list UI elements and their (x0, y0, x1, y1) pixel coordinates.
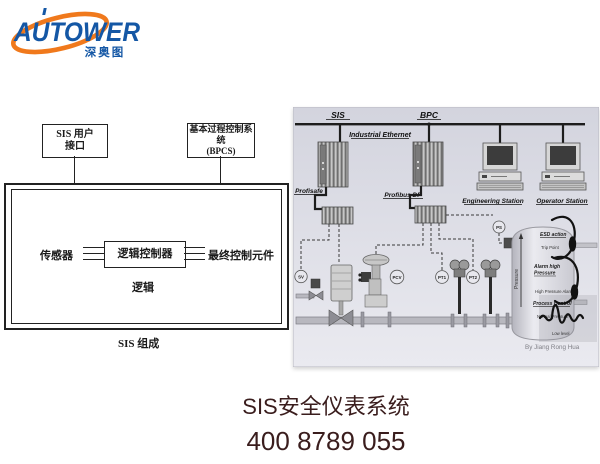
controller-to-final-lines (184, 247, 205, 260)
sis-remote-io-link (313, 187, 328, 211)
sis-boundary-outer (4, 183, 289, 330)
bpcs-line2: (BPCS) (206, 146, 236, 157)
signal-wiring-dashed (300, 214, 505, 270)
footer: SIS安全仪表系统 400 8789 055 (26, 392, 600, 458)
pressure-transmitter-1 (449, 259, 470, 314)
sis-network-label: SIS (331, 110, 345, 120)
sensor-label: 传感器 (40, 250, 73, 262)
vessel-nozzle-trip (573, 242, 598, 248)
sis-user-interface-line1: SIS 用户 (56, 128, 94, 140)
profibus-dp-label: Profibus DP (384, 192, 422, 199)
esd-valve (328, 264, 354, 327)
bpc-network-label: BPC (420, 110, 439, 120)
sis-architecture-image: SIS BPC Industrial Ethernet Profisafe Pr… (293, 107, 599, 367)
diagram-caption: SIS 组成 (118, 338, 160, 350)
tag-pt2: PT2 (469, 275, 478, 280)
operator-station-label: Operator Station (536, 198, 587, 205)
high-pressure-alarm-label: High Pressure Alarm (535, 289, 574, 294)
vessel-nozzle-mid (573, 299, 588, 305)
sensor-to-controller-lines (83, 247, 104, 260)
logo-brand-text: AUTOWER (13, 17, 140, 47)
pressure-trend-curves (538, 215, 585, 324)
sis-user-interface-line2: 接口 (65, 141, 85, 152)
engineering-station-label: Engineering Station (462, 198, 523, 205)
image-credit: By Jiang Rong Hua (525, 344, 580, 351)
bpcs-line1: 基本过程控制系统 (189, 123, 253, 145)
pressure-transmitter-2 (480, 259, 501, 314)
connector-user-to-sis (74, 156, 76, 183)
sis-remote-io-rack (321, 206, 354, 225)
tag-pcv: PCV (392, 275, 401, 280)
logo-brand-cn: 深奥图 (85, 45, 126, 59)
logo-swoosh-icon (10, 11, 110, 55)
bpc-remote-io-link (408, 186, 423, 210)
sis-boundary-inner (11, 189, 282, 324)
sis-composition-diagram: SIS 用户 接口 基本过程控制系统 (BPCS) 传感器 逻辑控制器 最终控制… (0, 95, 292, 360)
tag-pt1: PT1 (438, 275, 447, 280)
alarm-high-label-2: Pressure (534, 271, 556, 277)
engineering-station-computer (476, 125, 524, 191)
control-valve-pcv (358, 254, 392, 328)
tag-ps: PS (496, 225, 502, 230)
bpc-plc-rack (412, 141, 444, 187)
ethernet-bus-line (295, 123, 585, 126)
logic-controller-label: 逻辑控制器 (117, 247, 173, 260)
logic-label: 逻辑 (132, 282, 154, 294)
bpcs-box: 基本过程控制系统 (BPCS) (187, 123, 255, 158)
sis-user-interface-box: SIS 用户 接口 (42, 124, 108, 158)
instrument-tags: SV PCV PT1 PT2 PS (294, 220, 506, 285)
autower-logo: AUTOWER 深奥图 (10, 8, 140, 59)
pressure-axis-arrow (518, 233, 524, 239)
logic-controller-box: 逻辑控制器 (104, 241, 186, 268)
connector-bpcs-to-sis (220, 156, 222, 183)
low-level-label: Low level (552, 331, 570, 336)
logo-accent-mark (42, 8, 47, 15)
vessel-pressure-axis-label: Pressure (514, 269, 520, 289)
sis-plc-rack (317, 141, 349, 188)
industrial-ethernet-label: Industrial Ethernet (349, 132, 412, 139)
process-control-label: Process Control (533, 301, 572, 307)
footer-title: SIS安全仪表系统 (242, 394, 410, 419)
profisafe-label: Profisafe (295, 188, 323, 195)
tag-sv: SV (298, 274, 304, 279)
solenoid-valve (295, 278, 324, 301)
footer-phone: 400 8789 055 (246, 426, 406, 456)
esd-action-label: ESD action (540, 232, 566, 238)
alarm-high-label-1: Alarm high (533, 264, 560, 270)
trip-point-label: Trip Point (541, 245, 560, 250)
operator-station-computer (539, 125, 587, 191)
final-element-label: 最终控制元件 (208, 250, 274, 262)
bpc-remote-io-rack (414, 205, 447, 224)
